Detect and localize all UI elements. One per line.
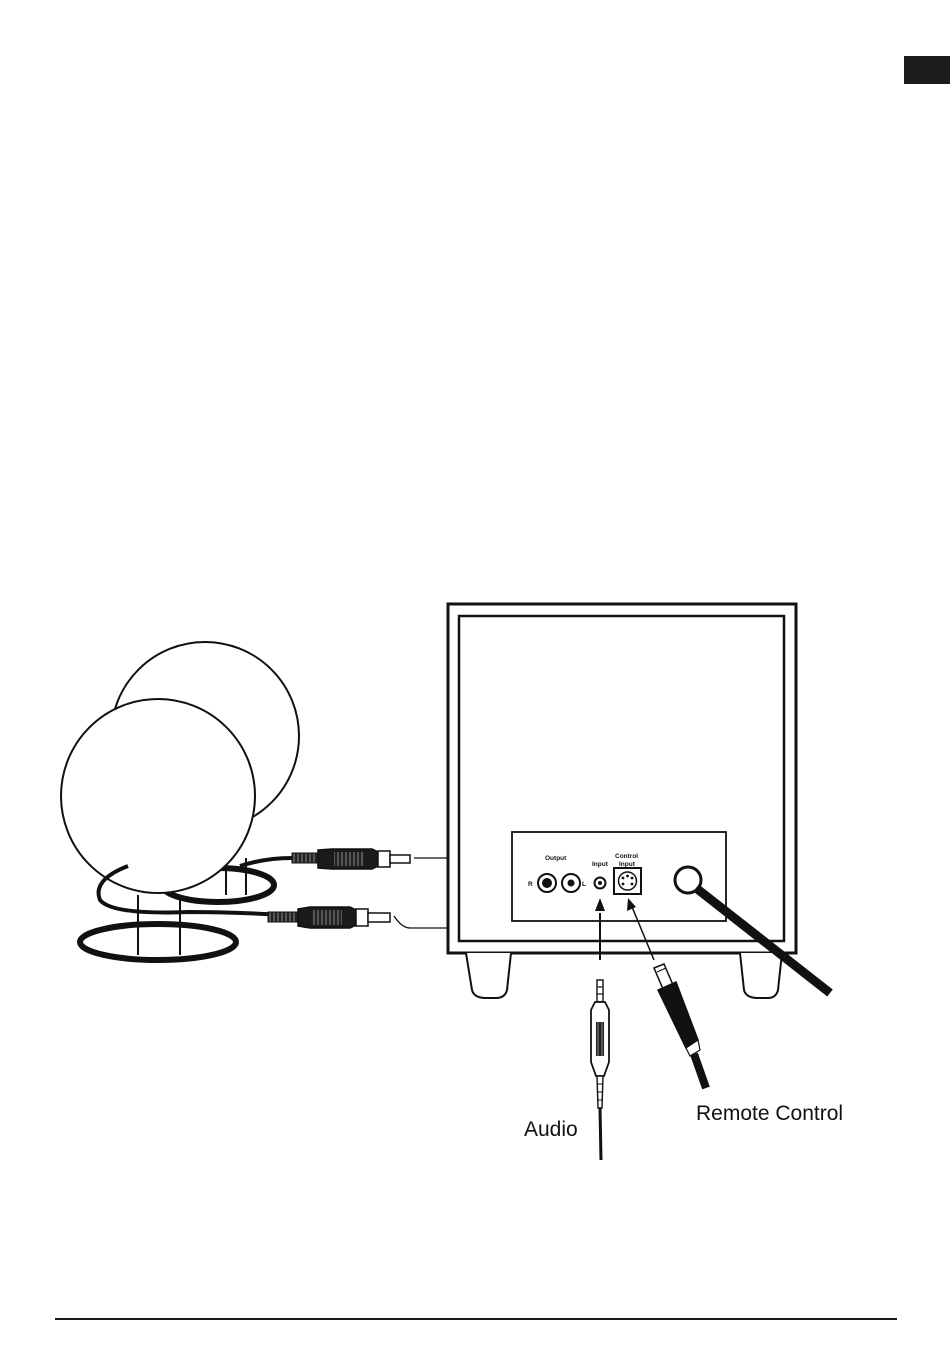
label-output: Output xyxy=(545,855,567,862)
rca-plug-front xyxy=(268,907,390,928)
rca-plug-rear xyxy=(292,849,410,869)
label-r: R xyxy=(528,881,533,888)
subwoofer-foot-left xyxy=(466,953,511,998)
label-input: Input xyxy=(592,861,609,868)
speaker-wire-rear xyxy=(240,858,292,866)
subwoofer-foot-right xyxy=(740,953,782,998)
label-control-input-line1: Control xyxy=(615,853,638,860)
front-speaker-stand-base xyxy=(80,924,236,960)
label-l: L xyxy=(582,881,586,888)
label-remote-control: Remote Control xyxy=(696,1102,843,1125)
satellite-speakers xyxy=(61,642,300,960)
footer-rule xyxy=(55,1318,897,1320)
subwoofer xyxy=(448,604,796,998)
label-audio: Audio xyxy=(524,1118,578,1141)
label-control-input-line2: Input xyxy=(619,861,636,868)
front-speaker-sphere xyxy=(61,699,255,893)
